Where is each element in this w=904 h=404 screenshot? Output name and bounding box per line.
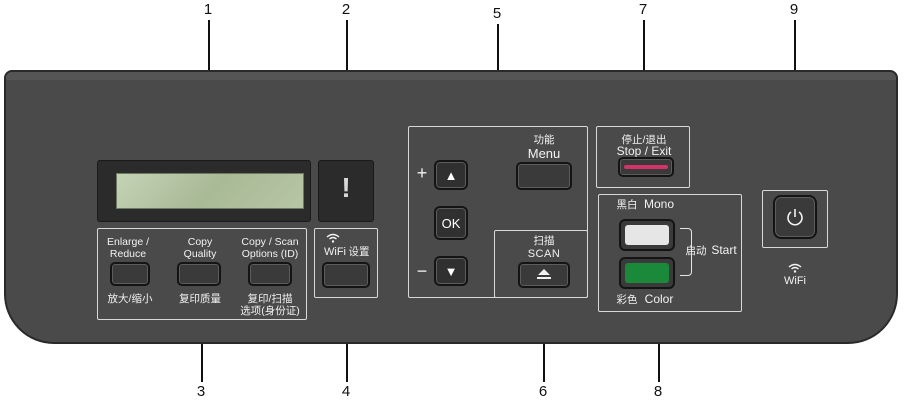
- start-label-en: Start: [711, 243, 737, 257]
- callout-2: 2: [341, 1, 351, 18]
- plus-label: +: [416, 163, 428, 183]
- scan-icon: [537, 269, 551, 279]
- enlarge-reduce-label-cn: 放大/缩小: [107, 293, 153, 305]
- scan-label-cn: 扫描: [533, 235, 555, 247]
- callout-3: 3: [196, 383, 206, 400]
- enlarge-reduce-label-en: Enlarge / Reduce: [106, 236, 150, 260]
- wifi-status-icon: [788, 263, 802, 273]
- copy-options-group: [97, 228, 307, 320]
- color-label-en: Color: [644, 292, 674, 306]
- wifi-setup-group: [314, 228, 378, 298]
- wifi-setup-button[interactable]: [322, 262, 370, 288]
- enlarge-reduce-button[interactable]: [110, 262, 150, 286]
- ok-button[interactable]: OK: [434, 206, 468, 240]
- scan-label-en: SCAN: [527, 248, 561, 260]
- power-group: [762, 190, 828, 248]
- copy-quality-button[interactable]: [177, 262, 221, 286]
- callout-9: 9: [789, 1, 799, 18]
- callout-5: 5: [492, 5, 502, 22]
- callout-6: 6: [538, 383, 548, 400]
- stop-exit-group: [596, 126, 690, 188]
- callout-4: 4: [341, 383, 351, 400]
- copy-scan-options-label-cn: 复印/扫描 选项(身份证): [240, 293, 300, 317]
- stop-exit-label-cn: 停止/退出: [621, 134, 667, 146]
- mono-label-en: Mono: [643, 197, 675, 211]
- minus-label: −: [416, 261, 428, 281]
- scan-group: [494, 230, 588, 298]
- color-start-fill: [625, 263, 669, 283]
- wifi-status-label: WiFi: [784, 275, 806, 287]
- copy-scan-options-button[interactable]: [248, 262, 292, 286]
- copy-quality-label-cn: 复印质量: [179, 293, 221, 305]
- lcd-screen: [116, 173, 304, 209]
- color-label-cn: 彩色: [616, 294, 638, 306]
- wifi-icon: [326, 233, 340, 243]
- mono-label-cn: 黑白: [616, 199, 638, 211]
- start-group: [598, 194, 742, 312]
- copy-quality-label-en: Copy Quality: [183, 236, 217, 260]
- stop-exit-indicator: [624, 165, 668, 169]
- start-label-cn: 启动: [685, 245, 707, 257]
- start-bracket: [680, 228, 692, 276]
- callout-line-3: [201, 320, 203, 382]
- down-arrow-button[interactable]: ▼: [434, 256, 468, 286]
- mono-start-fill: [625, 225, 669, 245]
- wifi-label: WiFi: [324, 246, 346, 258]
- callout-line-8: [658, 312, 660, 382]
- power-icon: [787, 209, 803, 226]
- menu-label-cn: 功能: [533, 134, 555, 146]
- callout-8: 8: [653, 383, 663, 400]
- menu-button[interactable]: [516, 162, 572, 190]
- copy-scan-options-label-en: Copy / Scan Options (ID): [241, 236, 299, 260]
- panel-ridge: [6, 72, 896, 80]
- warning-led-frame: [318, 160, 374, 222]
- stop-exit-label-en: Stop / Exit: [616, 144, 672, 158]
- callout-1: 1: [203, 1, 213, 18]
- up-arrow-button[interactable]: ▲: [434, 160, 468, 190]
- warning-icon: !: [341, 172, 351, 203]
- wifi-setup-label-cn: 设置: [348, 246, 370, 258]
- menu-label-en: Menu: [527, 146, 561, 161]
- callout-7: 7: [638, 1, 648, 18]
